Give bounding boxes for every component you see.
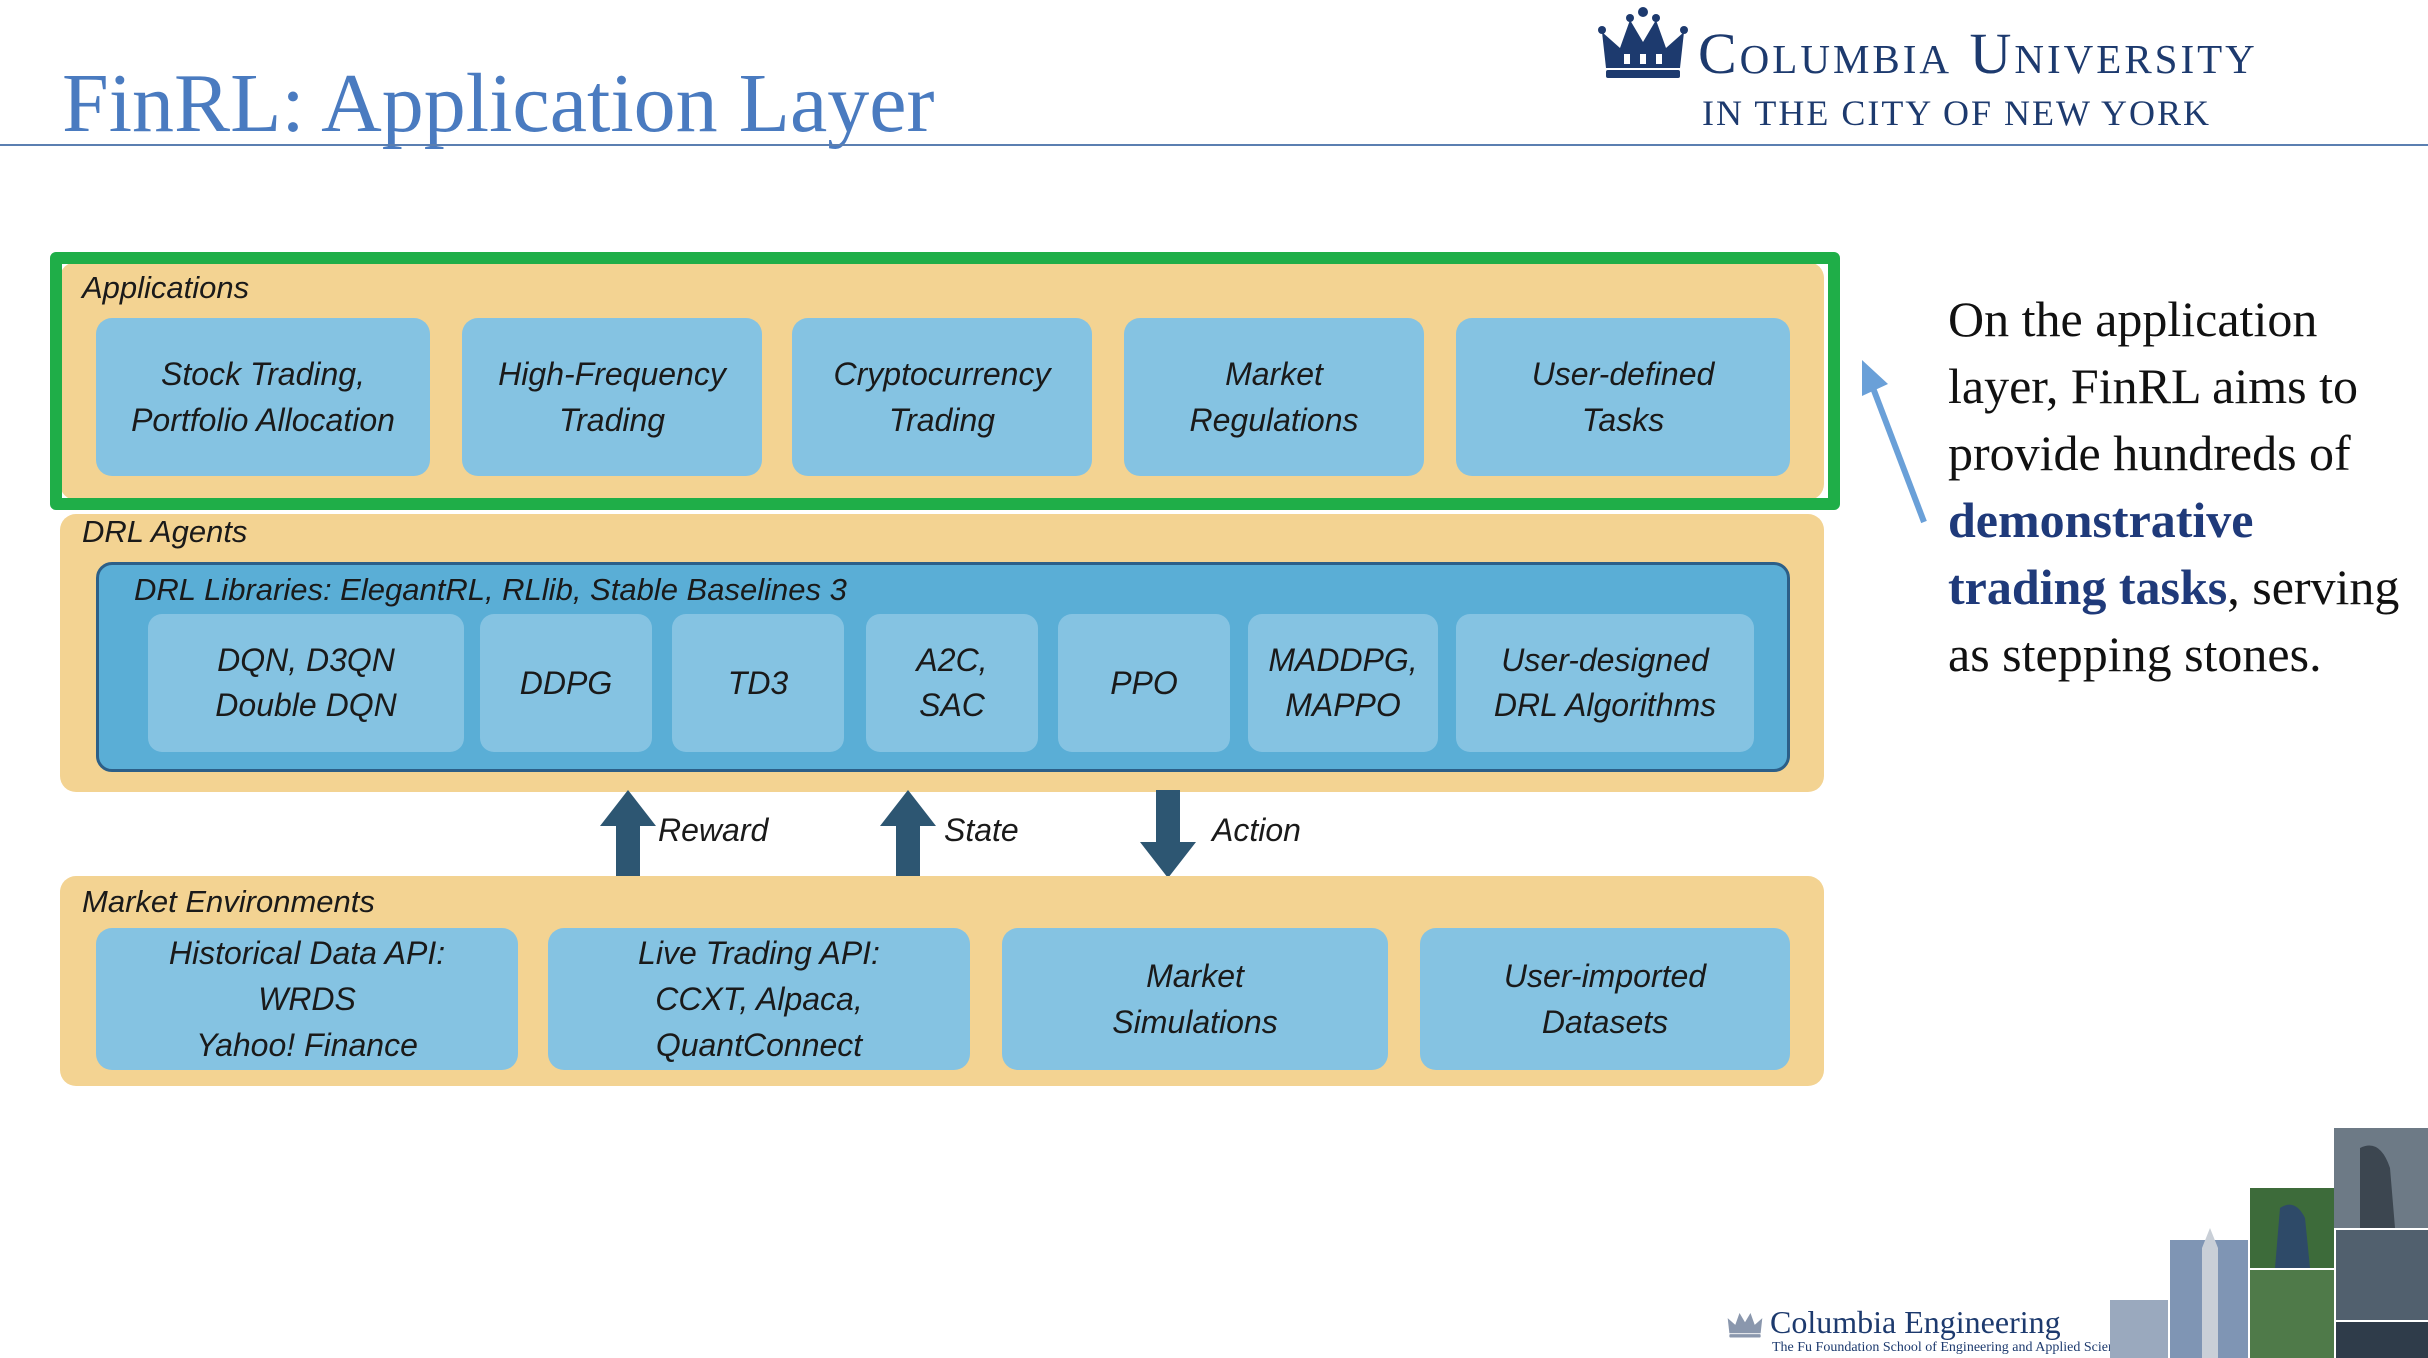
app-high-frequency-trading: High-Frequency Trading <box>462 318 762 476</box>
app-market-regulations: Market Regulations <box>1124 318 1424 476</box>
action-arrow-icon <box>1140 790 1196 878</box>
note-text-after: , serving as stepping stones. <box>1948 559 2400 682</box>
algo-ppo: PPO <box>1058 614 1230 752</box>
algo-ddpg: DDPG <box>480 614 652 752</box>
env-market-simulations: Market Simulations <box>1002 928 1388 1070</box>
campus-photo-collage <box>2110 1128 2428 1358</box>
env-live-trading-api: Live Trading API: CCXT, Alpaca, QuantCon… <box>548 928 970 1070</box>
engineering-school-name: Columbia Engineering <box>1770 1304 2061 1340</box>
engineering-school-subtitle: The Fu Foundation School of Engineering … <box>1772 1340 2128 1355</box>
note-emphasis: demonstrative trading tasks <box>1948 492 2254 615</box>
note-text-before: On the application layer, FinRL aims to … <box>1948 291 2358 481</box>
logo-subtitle: IN THE CITY OF NEW YORK <box>1702 93 2211 133</box>
algo-user-designed: User-designed DRL Algorithms <box>1456 614 1754 752</box>
algo-dqn: DQN, D3QN Double DQN <box>148 614 464 752</box>
env-historical-data-api: Historical Data API: WRDS Yahoo! Finance <box>96 928 518 1070</box>
state-label: State <box>944 812 1019 848</box>
state-arrow-icon <box>880 790 936 878</box>
app-user-defined-tasks: User-defined Tasks <box>1456 318 1790 476</box>
applications-label: Applications <box>82 270 250 305</box>
logo-name: Columbia University <box>1698 21 2258 86</box>
reward-label: Reward <box>658 812 769 848</box>
action-label: Action <box>1212 812 1301 848</box>
header-divider <box>0 144 2428 146</box>
algo-a2c-sac: A2C, SAC <box>866 614 1038 752</box>
columbia-university-logo: Columbia University IN THE CITY OF NEW Y… <box>1598 6 2398 136</box>
algo-td3: TD3 <box>672 614 844 752</box>
drl-agents-label: DRL Agents <box>82 514 248 549</box>
reward-arrow-icon <box>600 790 656 878</box>
application-layer-note: On the application layer, FinRL aims to … <box>1948 286 2418 688</box>
callout-arrow-icon <box>1862 360 1927 524</box>
algo-maddpg-mappo: MADDPG, MAPPO <box>1248 614 1438 752</box>
app-cryptocurrency-trading: Cryptocurrency Trading <box>792 318 1092 476</box>
env-user-imported-datasets: User-imported Datasets <box>1420 928 1790 1070</box>
applications-highlight-frame <box>50 252 1840 510</box>
crown-small-icon <box>1727 1313 1763 1338</box>
drl-libraries-label: DRL Libraries: ElegantRL, RLlib, Stable … <box>134 572 847 607</box>
columbia-engineering-logo: Columbia Engineering The Fu Foundation S… <box>1722 1300 2127 1356</box>
slide-title: FinRL: Application Layer <box>62 57 935 150</box>
market-environments-label: Market Environments <box>82 884 375 919</box>
app-stock-trading: Stock Trading, Portfolio Allocation <box>96 318 430 476</box>
crown-icon <box>1598 7 1688 78</box>
